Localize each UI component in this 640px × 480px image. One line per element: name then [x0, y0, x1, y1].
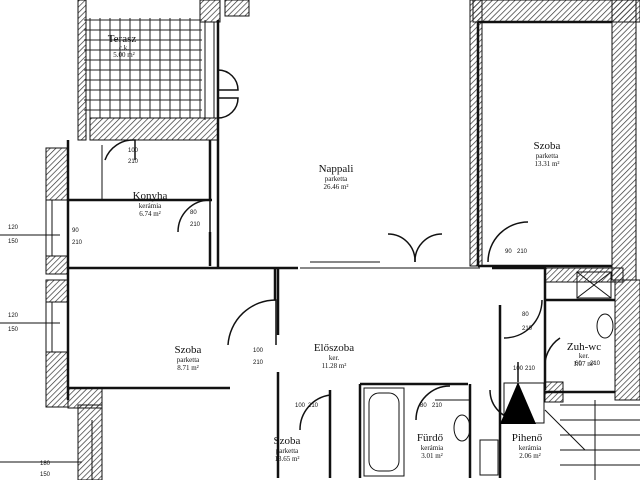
room-name: Nappali: [319, 163, 354, 175]
room-label-piheno: Pihenő kerámia 2.06 m²: [512, 432, 543, 460]
room-name: Pihenő: [512, 432, 543, 444]
room-area: 6.74 m²: [139, 210, 161, 218]
door-height-label: 210: [525, 366, 536, 372]
door-width-label: 80: [522, 312, 529, 318]
room-floor: kerámia: [519, 444, 542, 452]
room-area: 13.31 m²: [534, 160, 559, 168]
door-height-label: 210: [432, 403, 443, 409]
window-width-label: 120: [8, 313, 19, 319]
door-swings: [104, 69, 561, 431]
room-label-zuh-wc: Zuh-wc ker. 1.07 m²: [567, 341, 601, 368]
room-label-nappali: Nappali parketta 26.46 m²: [319, 163, 354, 191]
door-height-label: 210: [190, 222, 201, 228]
room-name: Szoba: [534, 140, 561, 152]
room-area: 2.06 m²: [519, 452, 541, 460]
room-name: Zuh-wc: [567, 341, 601, 353]
window-width-label: 120: [8, 225, 19, 231]
door-width-label: 80: [420, 403, 427, 409]
room-floor: ker.: [329, 354, 340, 362]
room-floor: parketta: [536, 152, 559, 160]
window-width-label: 180: [40, 461, 51, 467]
room-name: Terasz: [108, 33, 137, 45]
room-area: 3.01 m²: [421, 452, 443, 460]
door-width-label: 90: [72, 228, 79, 234]
door-height-label: 210: [308, 403, 319, 409]
room-floor: parketta: [276, 447, 299, 455]
window-height-label: 150: [40, 472, 51, 478]
room-floor: kerámia: [139, 202, 162, 210]
room-name: Szoba: [274, 435, 301, 447]
room-floor: ker.: [579, 352, 590, 360]
door-width-label: 90: [505, 249, 512, 255]
room-name: Konyha: [133, 190, 168, 202]
room-floor: parketta: [325, 175, 348, 183]
door-height-label: 210: [253, 360, 264, 366]
room-label-furdo: Fürdő kerámia 3.01 m²: [417, 432, 444, 460]
door-height-label: 210: [72, 240, 83, 246]
room-area: 8.71 m²: [177, 364, 199, 372]
room-label-eloszoba: Előszoba ker. 11.28 m²: [314, 342, 354, 370]
terrace-tiles: [84, 18, 202, 118]
thin-lines: [0, 20, 640, 480]
room-area: 5.00 m²: [113, 51, 135, 59]
stair-arrow-icon: [500, 382, 536, 424]
door-width-label: 100: [128, 148, 139, 154]
door-height-label: 210: [590, 361, 601, 367]
door-width-label: 100: [295, 403, 306, 409]
room-label-szoba-1: Szoba parketta 13.31 m²: [534, 140, 561, 168]
door-height-label: 210: [517, 249, 528, 255]
door-height-label: 210: [128, 159, 139, 165]
room-name: Szoba: [175, 344, 202, 356]
door-width-label: 100: [513, 366, 524, 372]
room-name: Fürdő: [417, 432, 444, 444]
window-height-label: 150: [8, 239, 19, 245]
room-area: 1.07 m²: [573, 360, 595, 368]
room-name: Előszoba: [314, 342, 354, 354]
door-width-label: 100: [253, 348, 264, 354]
room-label-szoba-2: Szoba parketta 8.71 m²: [175, 344, 202, 372]
room-label-terasz: Terasz c.k. 5.00 m²: [108, 33, 137, 59]
room-label-konyha: Konyha kerámia 6.74 m²: [133, 190, 168, 218]
room-area: 11.28 m²: [322, 362, 347, 370]
room-floor: kerámia: [421, 444, 444, 452]
dimension-labels: 120 150 120 150 180 150 100 210 80 210 1…: [8, 148, 601, 478]
room-floor: c.k.: [119, 44, 129, 52]
room-area: 26.46 m²: [323, 183, 348, 191]
room-label-szoba-3: Szoba parketta 13.65 m²: [274, 435, 301, 463]
door-width-label: 80: [190, 210, 197, 216]
door-width-label: 60: [575, 361, 582, 367]
window-height-label: 150: [8, 327, 19, 333]
outer-walls: [45, 0, 640, 480]
door-height-label: 210: [522, 326, 533, 332]
room-floor: parketta: [177, 356, 200, 364]
room-area: 13.65 m²: [274, 455, 299, 463]
